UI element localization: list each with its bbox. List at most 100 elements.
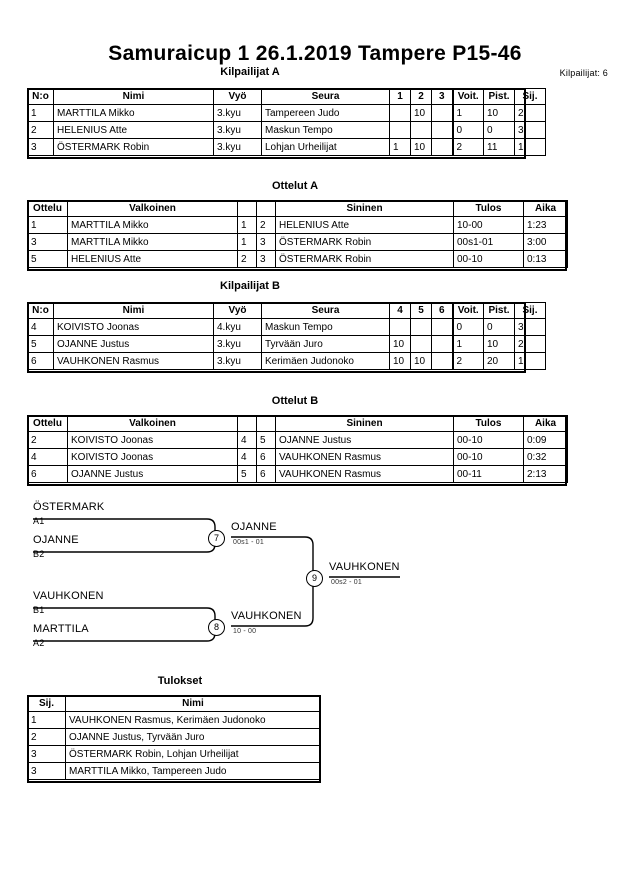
cell-no: 3 [27,138,54,156]
cell-wins: 1 [451,104,484,122]
cell-m6 [431,318,453,336]
matches-a-caption: Ottelut A [271,180,319,192]
bracket-entry-name: MARTTILA [33,623,89,635]
cell-points: 20 [483,352,515,370]
cell-no: 5 [27,335,54,353]
bracket-entry-seed: A1 [33,516,45,526]
cell-m3 [431,104,453,122]
col-m1: 1 [389,88,411,105]
bracket-entry-name: OJANNE [33,534,79,546]
col-m2: 2 [410,88,432,105]
bracket-match-score: 00s2 - 01 [331,579,362,586]
cell-result: 00s1-01 [453,233,524,251]
bracket-winner-name: OJANNE [231,521,277,533]
bracket-match-score: 10 - 00 [233,628,257,635]
bracket-match-number: 8 [208,619,225,636]
col-belt: Vyö [213,88,262,105]
cell-position: 2 [27,728,66,746]
table-header-row: N:o Nimi Vyö Seura 4 5 6 Voit. Pist. Sij… [27,302,546,319]
cell-white: MARTTILA Mikko [67,233,238,251]
results-table: Sij. Nimi 1 VAUHKONEN Rasmus, Kerimäen J… [27,695,321,780]
table-row: 3 ÖSTERMARK Robin, Lohjan Urheilijat [27,745,321,763]
cell-white: HELENIUS Atte [67,250,238,268]
matches-a-table: Ottelu Valkoinen Sininen Tulos Aika 1 MA… [27,200,568,268]
matches-b-caption: Ottelut B [271,395,319,407]
col-white-no [237,415,257,432]
col-rank: Sij. [514,88,546,105]
cell-name: MARTTILA Mikko, Tampereen Judo [65,762,321,780]
table-row: 6 VAUHKONEN Rasmus 3.kyu Kerimäen Judono… [27,352,546,370]
cell-blue-no: 6 [256,465,276,483]
cell-rank: 2 [514,104,546,122]
cell-m1 [389,104,411,122]
cell-m4 [389,318,411,336]
cell-blue: ÖSTERMARK Robin [275,250,454,268]
table-header-row: Ottelu Valkoinen Sininen Tulos Aika [27,200,568,217]
cell-m2: 10 [410,138,432,156]
col-time: Aika [523,200,568,217]
col-m3: 3 [431,88,453,105]
table-row: 1 VAUHKONEN Rasmus, Kerimäen Judonoko [27,711,321,729]
col-result: Tulos [453,200,524,217]
cell-club: Tyrvään Juro [261,335,390,353]
col-blue: Sininen [275,200,454,217]
bracket-match-number: 7 [208,530,225,547]
table-row: 2 KOIVISTO Joonas 4 5 OJANNE Justus 00-1… [27,431,568,449]
cell-m4: 10 [389,352,411,370]
cell-blue: ÖSTERMARK Robin [275,233,454,251]
col-white: Valkoinen [67,415,238,432]
cell-m2 [410,121,432,139]
cell-m5 [410,318,432,336]
cell-blue-no: 5 [256,431,276,449]
col-club: Seura [261,302,390,319]
col-club: Seura [261,88,390,105]
bracket-entry-name: ÖSTERMARK [33,501,105,513]
cell-position: 3 [27,762,66,780]
col-m4: 4 [389,302,411,319]
cell-m4: 10 [389,335,411,353]
cell-club: Lohjan Urheilijat [261,138,390,156]
bracket-entry-name: VAUHKONEN [33,590,104,602]
cell-belt: 3.kyu [213,121,262,139]
cell-blue-no: 3 [256,233,276,251]
col-match-no: Ottelu [27,200,68,217]
cell-club: Tampereen Judo [261,104,390,122]
cell-name: OJANNE Justus [53,335,214,353]
col-time: Aika [523,415,568,432]
table-row: 6 OJANNE Justus 5 6 VAUHKONEN Rasmus 00-… [27,465,568,483]
cell-belt: 4.kyu [213,318,262,336]
col-wins: Voit. [451,302,484,319]
cell-name: VAUHKONEN Rasmus [53,352,214,370]
cell-result: 00-11 [453,465,524,483]
table-row: 2 OJANNE Justus, Tyrvään Juro [27,728,321,746]
cell-m6 [431,335,453,353]
col-result: Tulos [453,415,524,432]
cell-blue: HELENIUS Atte [275,216,454,234]
cell-points: 10 [483,335,515,353]
table-row: 1 MARTTILA Mikko 3.kyu Tampereen Judo 10… [27,104,546,122]
pool-a-caption: Kilpailijat A [220,66,280,78]
bracket-winner-name: VAUHKONEN [231,610,302,622]
cell-white-no: 4 [237,448,257,466]
table-row: 3 MARTTILA Mikko 1 3 ÖSTERMARK Robin 00s… [27,233,568,251]
col-no: N:o [27,88,54,105]
cell-points: 10 [483,104,515,122]
table-header-row: N:o Nimi Vyö Seura 1 2 3 Voit. Pist. Sij… [27,88,546,105]
cell-white: KOIVISTO Joonas [67,448,238,466]
cell-white-no: 2 [237,250,257,268]
col-white: Valkoinen [67,200,238,217]
bracket-entry-seed: A2 [33,638,45,648]
cell-white-no: 5 [237,465,257,483]
cell-m1 [389,121,411,139]
pool-b-caption: Kilpailijat B [220,280,280,292]
table-row: 4 KOIVISTO Joonas 4.kyu Maskun Tempo 0 0… [27,318,546,336]
bracket-entry-seed: B1 [33,605,45,615]
cell-club: Maskun Tempo [261,121,390,139]
cell-name: ÖSTERMARK Robin [53,138,214,156]
col-name: Nimi [53,88,214,105]
cell-m6 [431,352,453,370]
cell-blue: OJANNE Justus [275,431,454,449]
cell-time: 2:13 [523,465,568,483]
cell-time: 3:00 [523,233,568,251]
cell-no: 4 [27,318,54,336]
